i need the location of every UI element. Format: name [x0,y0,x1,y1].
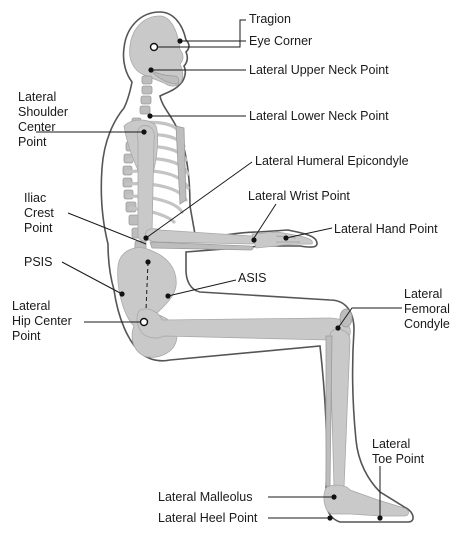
label-iliac-crest-point: Iliac Crest Point [24,191,54,235]
label-lateral-hand-point: Lateral Hand Point [334,222,438,236]
humeral-epicondyle-point [143,235,149,241]
label-asis: ASIS [238,271,267,285]
landmark-points [119,38,383,521]
label-lateral-humeral-epicondyle: Lateral Humeral Epicondyle [255,154,409,168]
psis-point [119,291,125,297]
label-lateral-upper-neck-point: Lateral Upper Neck Point [249,63,389,77]
label-tragion: Tragion [249,12,291,26]
patella [339,308,353,328]
heel-point [327,515,333,521]
hip-center-point [139,317,149,327]
label-lateral-wrist-point: Lateral Wrist Point [248,189,350,203]
malleolus-point [331,494,337,500]
foot-bones [323,484,409,517]
shoulder-center-point [141,129,147,135]
asis-point [165,293,171,299]
label-lateral-toe-point: Lateral Toe Point [372,437,425,466]
label-lateral-femoral-condyle: Lateral Femoral Condyle [404,287,450,331]
label-lateral-lower-neck-point: Lateral Lower Neck Point [249,109,389,123]
lower-neck-point [147,113,153,119]
upper-neck-point [148,67,154,73]
femoral-condyle-point [335,325,341,331]
wrist-point [251,237,257,243]
hand-point [283,235,289,241]
label-lateral-hip-center-point: Lateral Hip Center Point [12,299,72,343]
forearm-radius [145,228,257,245]
label-psis: PSIS [24,255,53,269]
label-lateral-shoulder-center-point: Lateral Shoulder Center Point [18,90,69,149]
jaw [149,69,180,85]
skull [129,15,184,87]
leader-lines [36,19,402,519]
forearm-ulna [149,241,254,251]
toe-point [377,515,383,521]
eye-corner-point [177,38,183,44]
label-lateral-heel-point: Lateral Heel Point [158,511,258,525]
iliac-crest-point [145,259,151,265]
tragion-point [149,42,159,52]
label-eye-corner: Eye Corner [249,34,313,48]
humerus [136,125,155,242]
label-lateral-malleolus: Lateral Malleolus [158,490,253,504]
cervical-spine [139,75,153,115]
